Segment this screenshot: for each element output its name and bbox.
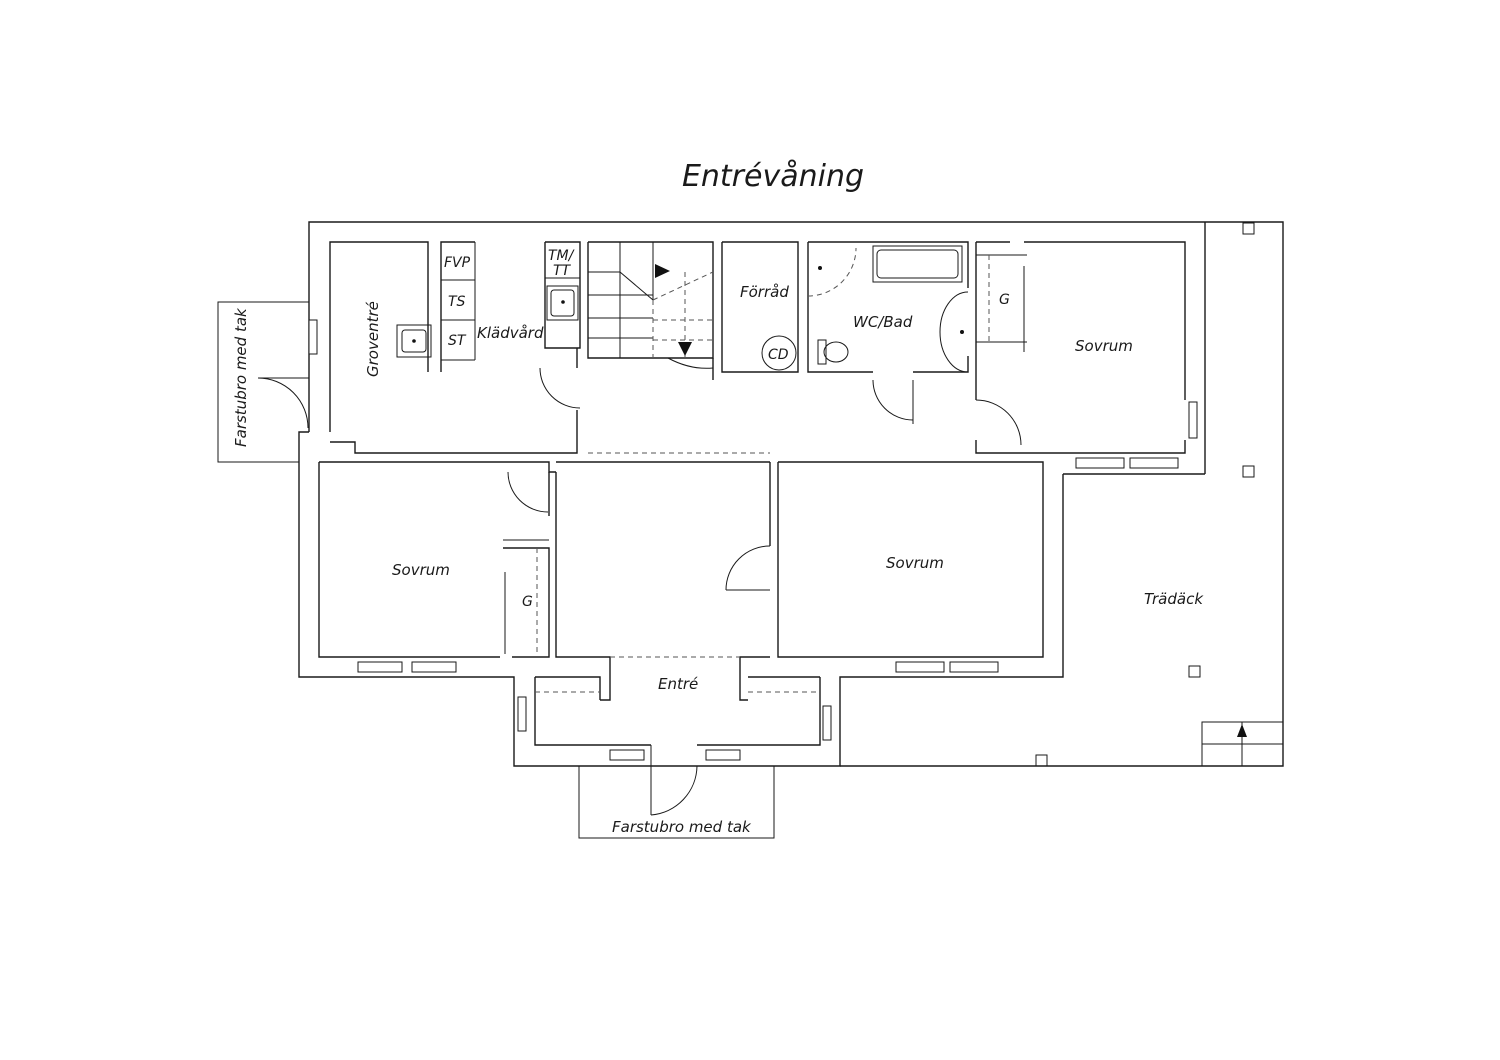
- label-forrad: Förråd: [740, 283, 789, 301]
- entre-room: [517, 676, 832, 816]
- windows-top: [1075, 457, 1179, 469]
- label-wc-bad: WC/Bad: [853, 313, 913, 331]
- farstubro-left: [217, 301, 309, 463]
- label-g-ne: G: [999, 292, 1010, 308]
- wc-bad-room: [807, 241, 969, 424]
- label-tm: TM/: [548, 248, 575, 264]
- windows-bottom: [357, 661, 999, 673]
- up-arrow-icon: [1237, 724, 1247, 737]
- hallway-center: [555, 461, 771, 701]
- tradack-deck: [1035, 222, 1283, 767]
- label-g-w: G: [522, 594, 533, 610]
- sovrum-c-room: [777, 461, 1044, 658]
- staircase: [587, 241, 714, 380]
- outer-walls: [298, 221, 1284, 767]
- sovrum-ne-room: [975, 241, 1198, 454]
- label-sovrum-ne: Sovrum: [1075, 337, 1133, 355]
- label-groventre: Groventré: [364, 301, 382, 377]
- label-entre: Entré: [658, 675, 698, 693]
- label-cd: CD: [768, 347, 789, 363]
- plan-title: Entrévåning: [682, 159, 864, 194]
- label-kladvard: Klädvård: [477, 324, 544, 342]
- label-fvp: FVP: [444, 255, 471, 271]
- forrad-room: [721, 241, 799, 373]
- groventre-room: [257, 241, 578, 454]
- label-st: ST: [448, 333, 467, 349]
- label-farstubro-left: Farstubro med tak: [232, 307, 250, 447]
- sovrum-w-room: [318, 461, 556, 658]
- label-sovrum-c: Sovrum: [886, 554, 944, 572]
- label-tradack: Trädäck: [1144, 590, 1204, 608]
- kladvard-room: [539, 241, 581, 409]
- label-farstubro-bottom: Farstubro med tak: [612, 818, 752, 836]
- label-sovrum-w: Sovrum: [392, 561, 450, 579]
- farstubro-bottom: [578, 766, 775, 839]
- label-tt: TT: [553, 263, 572, 279]
- label-ts: TS: [448, 294, 466, 310]
